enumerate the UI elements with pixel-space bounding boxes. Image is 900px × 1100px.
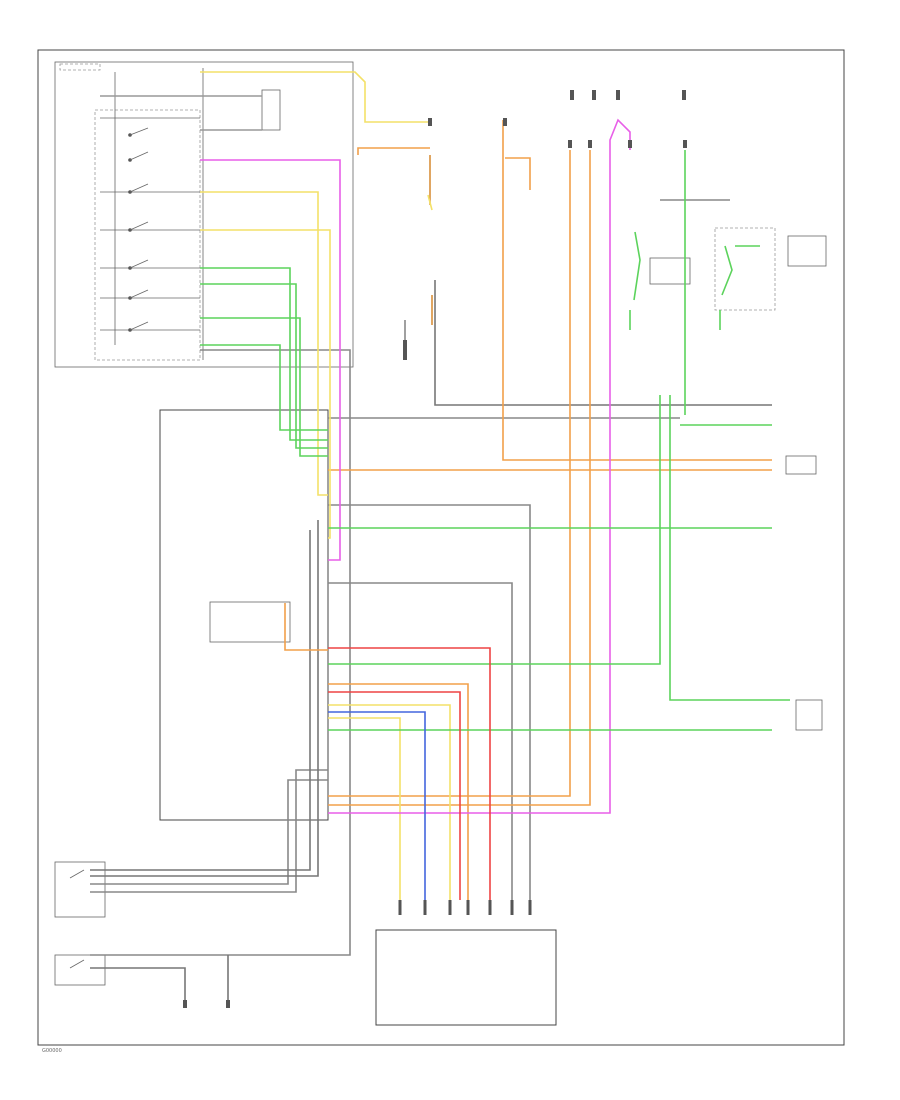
shift-motor-connector [375,929,557,1026]
footer-code: G00000 [42,1048,62,1054]
diagram-frame [37,49,845,1046]
pink-wires [200,118,631,814]
green-wires [200,150,790,731]
control-module [159,409,329,821]
switch-assembly [54,61,354,368]
yellow-wires [200,71,451,900]
motor-pins [398,900,532,915]
gray-wires [90,95,772,1005]
red-wires [328,647,491,900]
orange-wires [284,120,772,900]
blue-wires [328,711,426,900]
lower-switch-block [54,861,106,986]
fuse-markers [428,90,687,148]
ground-symbols [183,340,407,1008]
component-boxes [649,227,827,731]
